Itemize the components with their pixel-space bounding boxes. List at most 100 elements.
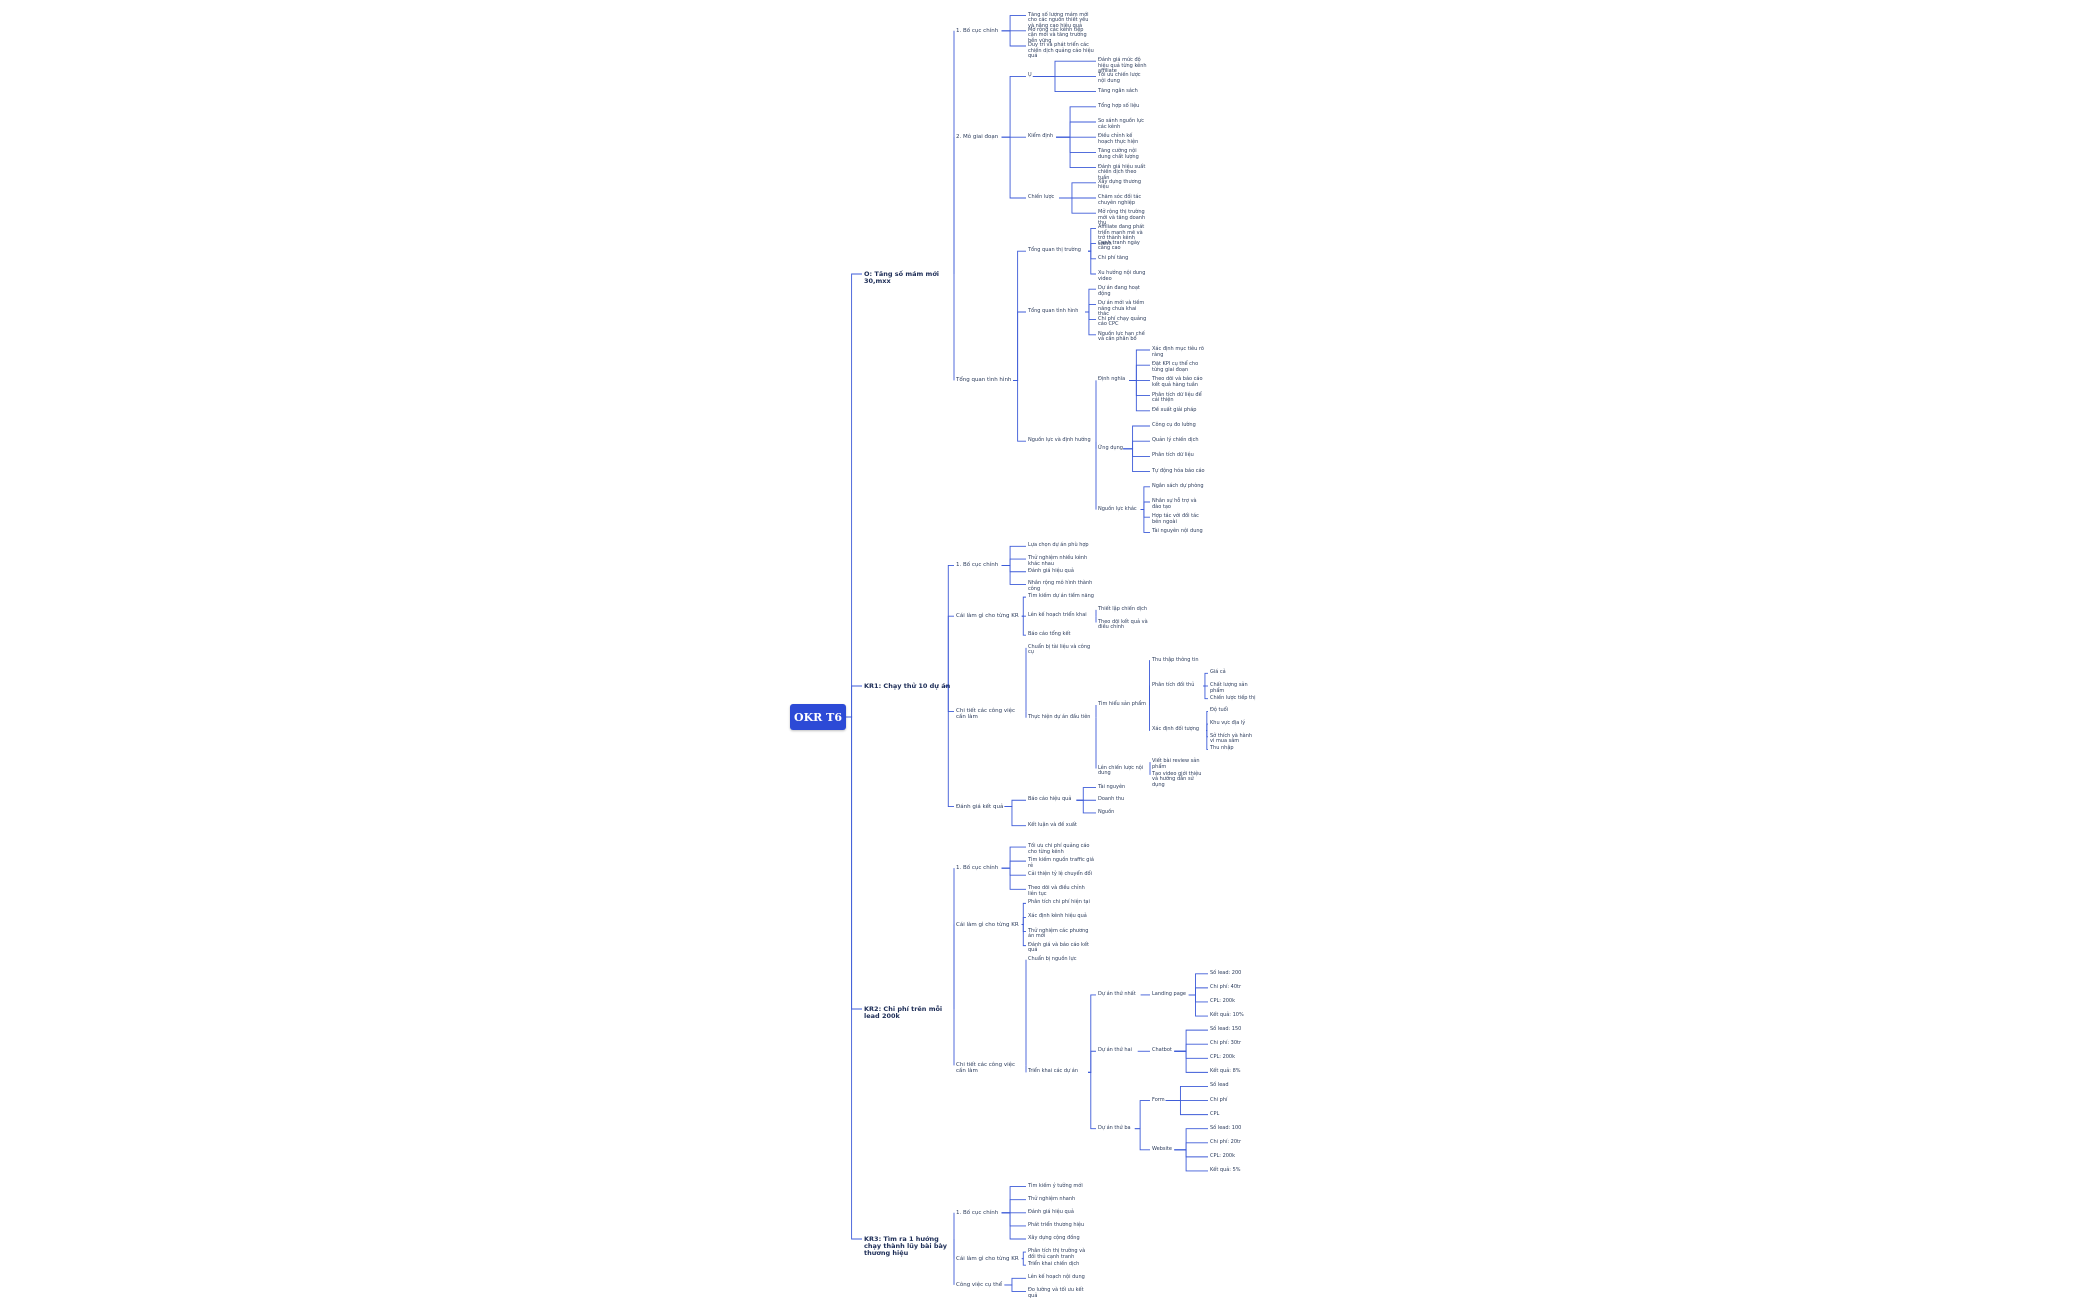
- leaf-node[interactable]: Số lead: 150: [1210, 1026, 1242, 1033]
- subtopic-node[interactable]: 1. Bố cục chính: [956, 865, 999, 872]
- subtopic-node[interactable]: Kiểm định: [1028, 133, 1054, 140]
- subtopic-node[interactable]: Dự án thứ hai: [1098, 1047, 1132, 1054]
- leaf-node[interactable]: Đánh giá hiệu quả: [1028, 1208, 1074, 1215]
- subtopic-node[interactable]: Cái làm gì cho từng KR: [956, 1255, 1019, 1262]
- subtopic-node[interactable]: Nguồn lực khác: [1098, 505, 1137, 512]
- leaf-node[interactable]: Cạnh tranh ngày càng cao: [1098, 239, 1140, 252]
- subtopic-node[interactable]: Chatbot: [1152, 1047, 1172, 1054]
- leaf-node[interactable]: Thu thập thông tin: [1152, 656, 1199, 663]
- leaf-node[interactable]: Theo dõi và điều chỉnh liên tục: [1028, 885, 1085, 897]
- leaf-node[interactable]: Phân tích thị trường và đối thủ cạnh tra…: [1028, 1248, 1086, 1260]
- leaf-node[interactable]: Cải thiện tỷ lệ chuyển đổi: [1028, 871, 1092, 878]
- subtopic-node[interactable]: Tổng quan tình hình: [956, 377, 1012, 384]
- leaf-node[interactable]: Xây dựng thương hiệu: [1098, 178, 1142, 191]
- leaf-node[interactable]: Nhân rộng mô hình thành công: [1028, 580, 1093, 592]
- subtopic-node[interactable]: Lên chiến lược nội dung: [1098, 764, 1144, 777]
- leaf-node[interactable]: Tối ưu chi phí quảng cáo cho từng kênh: [1028, 843, 1090, 855]
- leaf-node[interactable]: Công cụ đo lường: [1152, 422, 1196, 428]
- subtopic-node[interactable]: Thực hiện dự án đầu tiên: [1028, 713, 1091, 720]
- leaf-node[interactable]: Doanh thu: [1098, 796, 1125, 803]
- subtopic-node[interactable]: Dự án thứ nhất: [1098, 990, 1136, 997]
- leaf-node[interactable]: Tự động hóa báo cáo: [1152, 467, 1205, 474]
- leaf-node[interactable]: Kết quả: 5%: [1210, 1166, 1241, 1173]
- subtopic-node[interactable]: 1. Bố cục chính: [956, 27, 999, 34]
- subtopic-node[interactable]: Phân tích đối thủ: [1152, 682, 1195, 688]
- leaf-node[interactable]: Nhân sự hỗ trợ và đào tạo: [1152, 498, 1197, 510]
- leaf-node[interactable]: Đánh giá mức độ hiệu quả từng kênh affil…: [1098, 57, 1147, 75]
- leaf-node[interactable]: Thử nghiệm các phương án mới: [1028, 927, 1089, 940]
- subtopic-node[interactable]: Cái làm gì cho từng KR: [956, 921, 1019, 928]
- root-node[interactable]: OKR T6: [790, 704, 846, 730]
- subtopic-node[interactable]: Công việc cụ thể: [956, 1281, 1003, 1288]
- leaf-node[interactable]: Xây dựng cộng đồng: [1028, 1235, 1080, 1241]
- leaf-node[interactable]: Dự án mới và tiềm năng chưa khai thác: [1098, 300, 1145, 318]
- leaf-node[interactable]: Tài nguyên: [1098, 783, 1126, 790]
- leaf-node[interactable]: Báo cáo tổng kết: [1028, 631, 1071, 638]
- leaf-node[interactable]: Thử nghiệm nhanh: [1028, 1195, 1076, 1202]
- subtopic-node[interactable]: Xác định đối tượng: [1152, 726, 1200, 733]
- leaf-node[interactable]: Sở thích và hành vi mua sắm: [1210, 732, 1253, 745]
- subtopic-node[interactable]: Định nghĩa: [1098, 376, 1126, 383]
- leaf-node[interactable]: Nguồn: [1098, 808, 1115, 815]
- leaf-node[interactable]: Số lead: [1210, 1082, 1229, 1089]
- subtopic-node[interactable]: Chi tiết các công việc cần làm: [956, 708, 1016, 721]
- leaf-node[interactable]: Tăng số lượng mám mới cho các nguồn thiế…: [1028, 11, 1089, 29]
- subtopic-node[interactable]: Triển khai các dự án: [1028, 1068, 1079, 1075]
- leaf-node[interactable]: Nguồn lực hạn chế và cần phân bổ: [1098, 330, 1145, 343]
- leaf-node[interactable]: Đo lường và tối ưu kết quả: [1028, 1287, 1084, 1299]
- leaf-node[interactable]: Ngân sách dự phòng: [1152, 482, 1204, 489]
- leaf-node[interactable]: Khu vực địa lý: [1210, 720, 1246, 727]
- leaf-node[interactable]: Xu hướng nội dung video: [1098, 270, 1146, 282]
- leaf-node[interactable]: Phân tích dữ liệu để cải thiện: [1152, 391, 1202, 404]
- leaf-node[interactable]: Mở rộng thị trường mới và tăng doanh thu: [1098, 209, 1146, 227]
- leaf-node[interactable]: Thử nghiệm nhiều kênh khác nhau: [1028, 555, 1088, 567]
- subtopic-node[interactable]: Form: [1152, 1096, 1165, 1103]
- leaf-node[interactable]: Phân tích chi phí hiện tại: [1028, 899, 1090, 906]
- leaf-node[interactable]: Số lead: 200: [1210, 969, 1242, 976]
- leaf-node[interactable]: Chăm sóc đối tác chuyên nghiệp: [1098, 194, 1142, 206]
- leaf-node[interactable]: Tăng ngân sách: [1098, 87, 1138, 94]
- leaf-node[interactable]: Đặt KPI cụ thể cho từng giai đoạn: [1152, 361, 1199, 373]
- leaf-node[interactable]: CPL: 200k: [1210, 1054, 1236, 1061]
- leaf-node[interactable]: Tạo video giới thiệu và hướng dẫn sử dụn…: [1152, 770, 1202, 788]
- subtopic-node[interactable]: 1. Bố cục chính: [956, 562, 999, 569]
- subtopic-node[interactable]: Ụ: [1028, 72, 1032, 79]
- leaf-node[interactable]: Theo dõi kết quả và điều chỉnh: [1098, 618, 1148, 631]
- subtopic-node[interactable]: Tổng quan tình hình: [1028, 308, 1079, 314]
- leaf-node[interactable]: Tìm kiếm dự án tiềm năng: [1028, 593, 1094, 600]
- leaf-node[interactable]: Chi phí: 40tr: [1210, 983, 1242, 990]
- leaf-node[interactable]: Chi phí: 30tr: [1210, 1040, 1242, 1047]
- leaf-node[interactable]: Tài nguyên nội dung: [1152, 528, 1203, 535]
- subtopic-node[interactable]: Website: [1152, 1145, 1172, 1152]
- leaf-node[interactable]: Chi phí tăng: [1098, 254, 1129, 261]
- leaf-node[interactable]: Chuẩn bị nguồn lực: [1028, 955, 1077, 962]
- leaf-node[interactable]: CPL: 200k: [1210, 997, 1236, 1004]
- leaf-node[interactable]: So sánh nguồn lực các kênh: [1098, 118, 1145, 130]
- subtopic-node[interactable]: Dự án thứ ba: [1098, 1124, 1131, 1131]
- subtopic-node[interactable]: Lên kế hoạch triển khai: [1028, 612, 1087, 619]
- leaf-node[interactable]: Tối ưu chiến lược nội dung: [1098, 72, 1141, 84]
- leaf-node[interactable]: Điều chỉnh kế hoạch thực hiện: [1098, 133, 1139, 145]
- leaf-node[interactable]: Đánh giá hiệu suất chiến dịch theo tuần: [1098, 163, 1146, 181]
- subtopic-node[interactable]: Ứng dụng: [1098, 444, 1123, 451]
- branch-node[interactable]: KR1: Chạy thử 10 dự án: [864, 682, 951, 690]
- leaf-node[interactable]: Lên kế hoạch nội dung: [1028, 1274, 1085, 1281]
- leaf-node[interactable]: Chiến lược tiếp thị: [1210, 694, 1256, 701]
- leaf-node[interactable]: Chi phí chạy quảng cáo CPC: [1098, 315, 1147, 328]
- leaf-node[interactable]: Kết quả: 10%: [1210, 1012, 1244, 1019]
- leaf-node[interactable]: Đánh giá và báo cáo kết quả: [1028, 941, 1089, 954]
- leaf-node[interactable]: Thiết lập chiến dịch: [1098, 605, 1148, 612]
- leaf-node[interactable]: Hợp tác với đối tác bên ngoài: [1152, 513, 1199, 525]
- leaf-node[interactable]: Tổng hợp số liệu: [1098, 102, 1140, 109]
- leaf-node[interactable]: Tăng cường nội dung chất lượng: [1098, 148, 1139, 160]
- subtopic-node[interactable]: 1. Bố cục chính: [956, 1209, 999, 1216]
- leaf-node[interactable]: Chi phí: [1210, 1096, 1228, 1103]
- leaf-node[interactable]: Theo dõi và báo cáo kết quả hàng tuần: [1152, 376, 1203, 388]
- branch-node[interactable]: KR2: Chi phí trên mỗi lead 200k: [864, 1005, 943, 1020]
- leaf-node[interactable]: Độ tuổi: [1210, 707, 1229, 714]
- subtopic-node[interactable]: Nguồn lực và định hướng: [1028, 437, 1091, 444]
- leaf-node[interactable]: Duy trì và phát triển các chiến dịch quả…: [1028, 42, 1094, 59]
- subtopic-node[interactable]: Chi tiết các công việc cần làm: [956, 1062, 1016, 1075]
- leaf-node[interactable]: Quản lý chiến dịch: [1152, 437, 1199, 444]
- subtopic-node[interactable]: 2. Mô giai đoạn: [956, 134, 999, 141]
